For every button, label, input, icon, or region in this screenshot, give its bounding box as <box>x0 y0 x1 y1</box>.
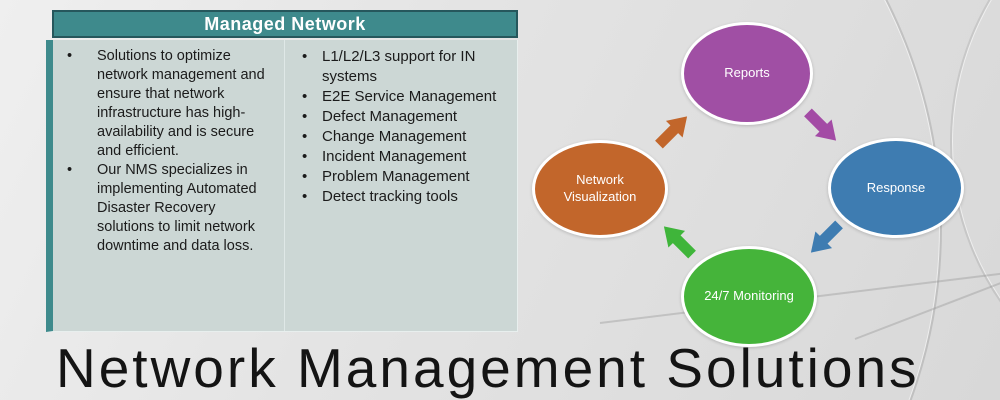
list-item: • Solutions to optimize network manageme… <box>61 47 284 161</box>
bullet-text: Defect Management <box>322 108 458 125</box>
bullet-text: E2E Service Management <box>322 88 497 105</box>
panel-column-left: • Solutions to optimize network manageme… <box>53 40 284 331</box>
list-item: • Change Management <box>302 127 503 147</box>
cycle-node-label: 24/7 Monitoring <box>704 288 794 304</box>
bullet-marker: • <box>302 128 308 145</box>
bullet-marker: • <box>302 148 308 165</box>
list-item: • Problem Management <box>302 167 503 187</box>
bullet-text: L1/L2/L3 support for IN systems <box>322 48 476 85</box>
slide-title: Network Management Solutions <box>56 337 920 399</box>
bullet-marker: • <box>302 88 308 105</box>
cycle-node-reports: Reports <box>681 22 813 125</box>
bullet-list-left: • Solutions to optimize network manageme… <box>61 47 284 256</box>
bullet-marker: • <box>302 188 308 205</box>
arrow-network-visualization-to-reports-icon <box>655 116 688 149</box>
list-item: • Detect tracking tools <box>302 187 503 207</box>
bullet-text: Our NMS specializes in implementing Auto… <box>97 162 257 254</box>
list-item: • E2E Service Management <box>302 87 503 107</box>
bullet-marker: • <box>302 108 308 125</box>
bullet-text: Incident Management <box>322 148 467 165</box>
bullet-text: Problem Management <box>322 168 470 185</box>
cycle-node-network-visualization: Network Visualization <box>532 140 668 238</box>
list-item: • Our NMS specializes in implementing Au… <box>61 161 284 256</box>
bullet-marker: • <box>302 168 308 185</box>
list-item: • L1/L2/L3 support for IN systems <box>302 47 503 87</box>
bullet-text: Detect tracking tools <box>322 188 458 205</box>
panel-title: Managed Network <box>52 10 518 38</box>
bullet-list-right: • L1/L2/L3 support for IN systems • E2E … <box>302 47 503 207</box>
bullet-marker: • <box>67 162 73 178</box>
bullet-marker: • <box>67 48 73 64</box>
cycle-node-label: Network Visualization <box>563 172 637 204</box>
cycle-node-response: Response <box>828 138 964 238</box>
arrow-response-to-monitoring-icon <box>810 220 843 253</box>
panel-column-right: • L1/L2/L3 support for IN systems • E2E … <box>284 40 517 331</box>
bullet-marker: • <box>302 48 308 65</box>
arrow-monitoring-to-network-visualization-icon <box>663 226 696 259</box>
cycle-node-label: Reports <box>724 65 770 81</box>
panel-title-text: Managed Network <box>204 13 366 34</box>
arrow-reports-to-response-icon <box>804 108 837 141</box>
list-item: • Defect Management <box>302 107 503 127</box>
list-item: • Incident Management <box>302 147 503 167</box>
panel-body: • Solutions to optimize network manageme… <box>46 40 518 332</box>
bullet-text: Change Management <box>322 128 467 145</box>
cycle-node-label: Response <box>866 179 926 195</box>
bullet-text: Solutions to optimize network management… <box>97 48 265 159</box>
cycle-node-monitoring: 24/7 Monitoring <box>681 246 817 347</box>
